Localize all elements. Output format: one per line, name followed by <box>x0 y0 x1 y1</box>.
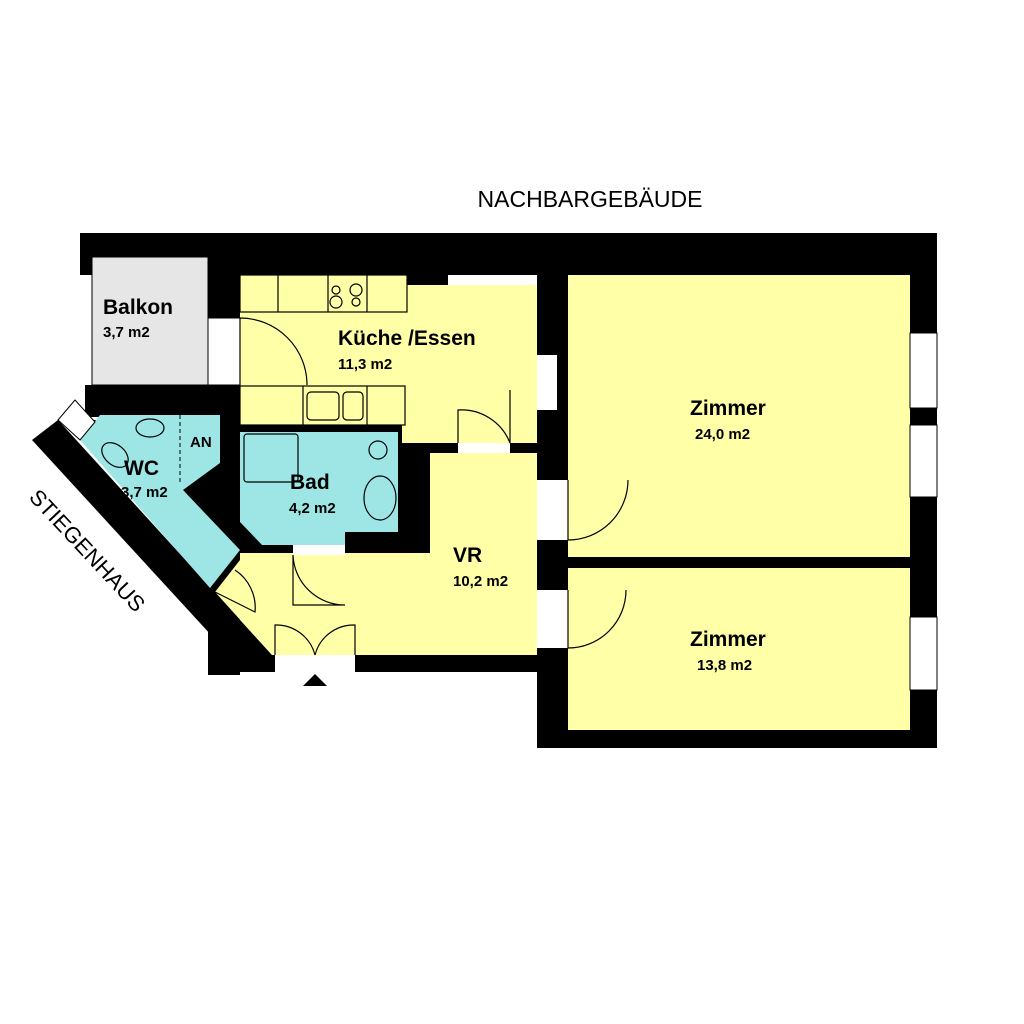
room-area-balkon: 3,7 m2 <box>103 324 150 341</box>
room-balkon <box>91 256 209 386</box>
room-name-wc: WC <box>124 457 159 480</box>
room-zimmer-small <box>568 568 910 730</box>
fixtures <box>101 274 408 521</box>
room-name-bad: Bad <box>290 471 330 494</box>
room-area-kueche: 11,3 m2 <box>338 356 392 373</box>
room-extra-an: AN <box>190 434 212 451</box>
room-area-zimmer-large: 24,0 m2 <box>695 426 750 443</box>
room-area-bad: 4,2 m2 <box>289 500 336 517</box>
room-area-wc: 3,7 m2 <box>121 484 168 501</box>
room-name-kueche: Küche /Essen <box>338 327 476 350</box>
room-wc <box>80 415 240 588</box>
room-bad <box>240 432 398 545</box>
room-area-vr: 10,2 m2 <box>453 573 508 590</box>
openings <box>57 317 938 691</box>
label-nachbargebaeude: NACHBARGEBÄUDE <box>478 186 703 212</box>
room-name-zimmer-small: Zimmer <box>690 628 766 651</box>
room-kueche <box>240 275 537 443</box>
entrance-arrow-icon <box>303 674 327 686</box>
room-name-zimmer-large: Zimmer <box>690 397 766 420</box>
door-swings <box>214 317 629 656</box>
room-name-vr: VR <box>453 544 482 567</box>
room-zimmer-large <box>568 275 910 557</box>
room-area-zimmer-small: 13,8 m2 <box>697 657 752 674</box>
room-name-balkon: Balkon <box>103 296 173 319</box>
